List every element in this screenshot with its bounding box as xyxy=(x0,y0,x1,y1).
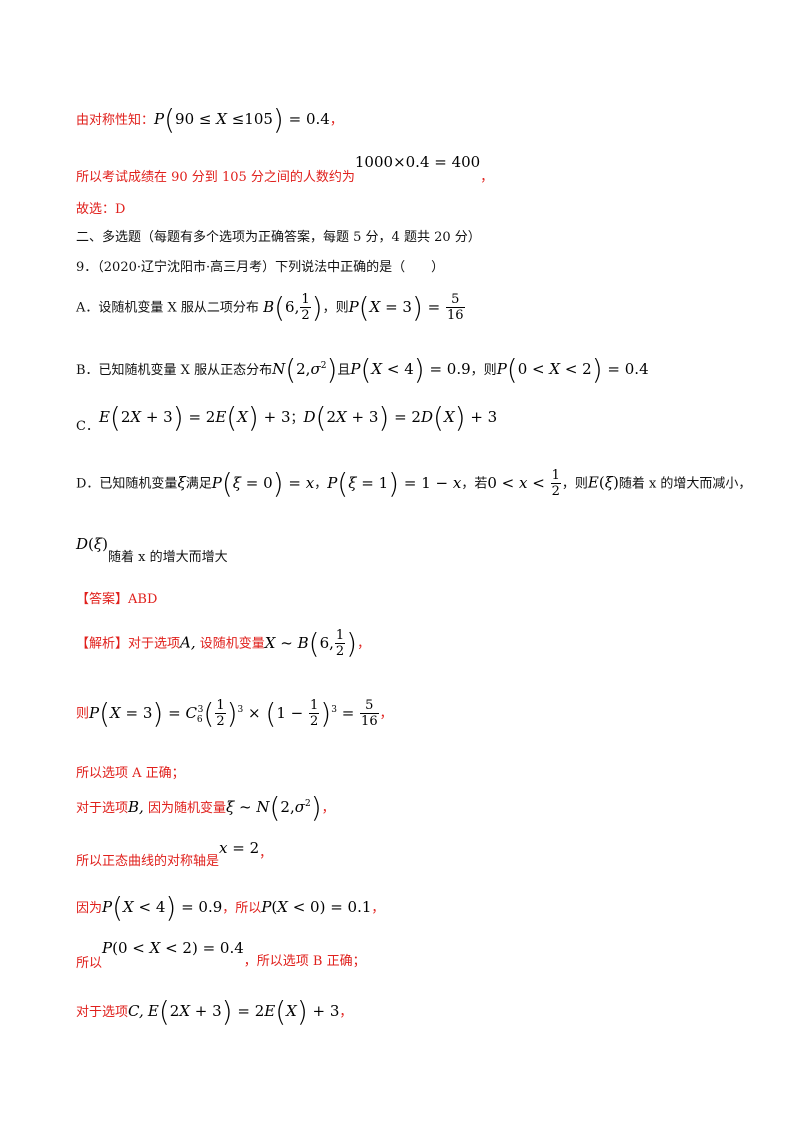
question-9: 9．（2020·辽宁沈阳市·高三月考）下列说法中正确的是（ ） xyxy=(76,260,445,275)
symmetry-label: 由对称性知： xyxy=(76,113,155,128)
variance-formula: D(2X + 3) = 2D(X) + 3 xyxy=(303,401,498,434)
normal-dist: N(2,σ2) xyxy=(272,353,338,386)
answer-line: 【答案】ABD xyxy=(76,592,158,607)
option-c: C．E(2X + 3) = 2E(X) + 3；D(2X + 3) = 2D(X… xyxy=(76,401,498,435)
analysis-c: 对于选项C, E(2X + 3) = 2E(X) + 3， xyxy=(76,995,353,1028)
symmetry-axis: 所以正态曲线的对称轴是x = 2， xyxy=(76,839,273,869)
count-formula: 1000×0.4 = 400 xyxy=(354,153,481,171)
analysis-b: 对于选项B, 因为随机变量ξ ~ N(2,σ2)， xyxy=(76,791,335,824)
count-line: 所以考试成绩在 90 分到 105 分之间的人数约为1000×0.4 = 400… xyxy=(76,153,494,185)
option-b: B．已知随机变量 X 服从正态分布N(2,σ2)且P(X < 4) = 0.9，… xyxy=(76,353,649,386)
symmetry-formula: P(90 ≤ X ≤105) = 0.4 xyxy=(154,103,330,136)
so-b-line: 所以P(0 < X < 2) = 0.4，所以选项 B 正确； xyxy=(76,939,366,971)
option-d-line2: D(ξ)随着 x 的增大而增大 xyxy=(76,535,228,565)
prob-0-2: P(0 < X < 2) = 0.4 xyxy=(496,353,649,386)
section-title: 二、多选题（每题有多个选项为正确答案，每题 5 分，4 题共 20 分） xyxy=(76,230,481,245)
so-a-correct: 所以选项 A 正确； xyxy=(76,766,185,781)
symmetry-line: 由对称性知：P(90 ≤ X ≤105) = 0.4， xyxy=(76,103,343,136)
prob-lt-4: P(X < 4) = 0.9 xyxy=(350,353,471,386)
because-line: 因为P(X < 4) = 0.9，所以P(X < 0) = 0.1， xyxy=(76,891,385,924)
answer-choose: 故选：D xyxy=(76,202,126,217)
expectation-formula: E(2X + 3) = 2E(X) + 3 xyxy=(98,401,291,434)
option-d: D．已知随机变量ξ满足P(ξ = 0) = x，P(ξ = 1) = 1 − x… xyxy=(76,466,752,500)
count-label: 所以考试成绩在 90 分到 105 分之间的人数约为 xyxy=(76,170,355,185)
